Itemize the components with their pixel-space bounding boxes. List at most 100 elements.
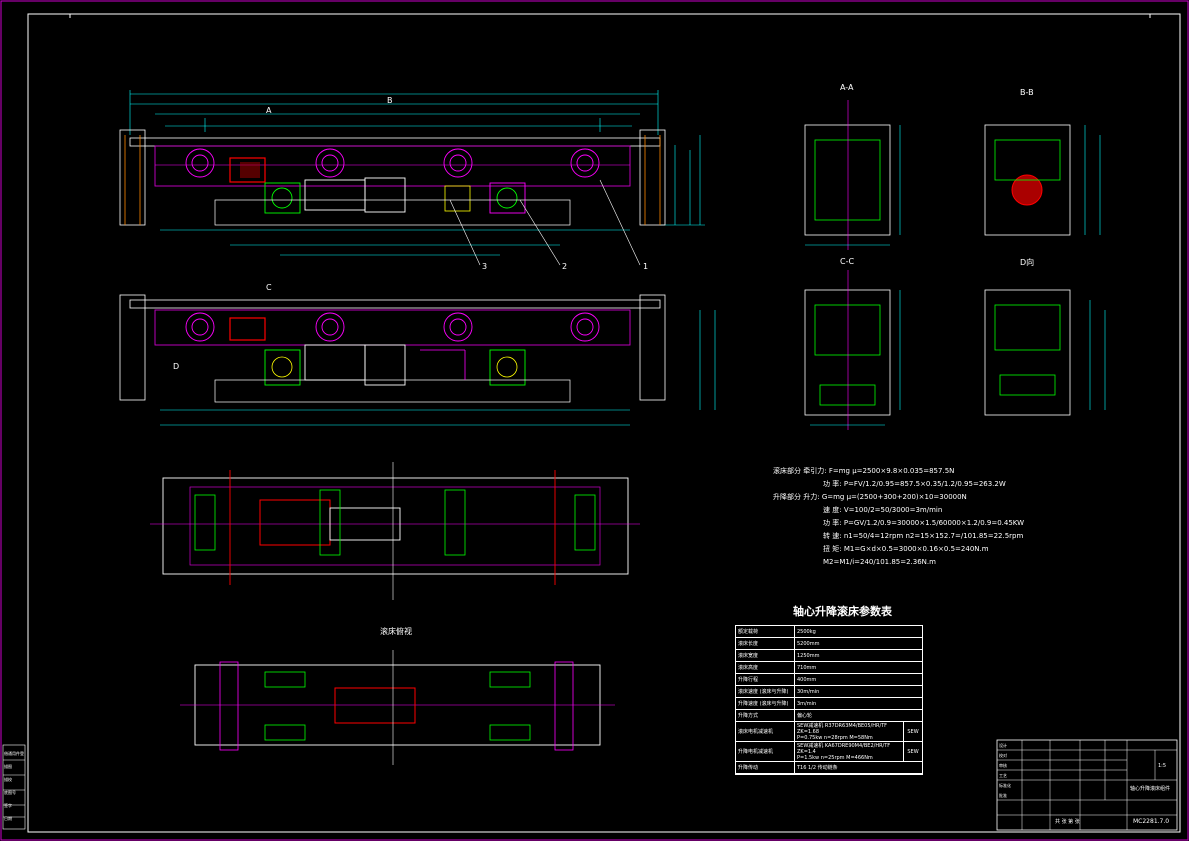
param-value-line: 30m/min <box>797 688 820 695</box>
section-bb-label: B-B <box>1020 88 1034 97</box>
param-key: 升降速度 (滚床与升降) <box>736 698 795 709</box>
param-value-line: 3m/min <box>797 700 817 707</box>
leader-3-label: 3 <box>482 262 488 271</box>
title-scale: 1:5 <box>1158 763 1167 769</box>
param-value-line: SEW减速机 KA67DRE90M4/BE2/HR/TF ZK=1.4 <box>797 743 891 755</box>
calc-block: 滚床部分 牵引力: F=mg μ=2500×9.8×0.035=857.5N 功… <box>773 465 1024 569</box>
title-row-label: 工艺 <box>999 773 1007 778</box>
section-aa <box>804 100 901 250</box>
calc-line-7: 扭 矩: M1=G×d×0.5=3000×0.16×0.5=240N.m <box>823 545 989 553</box>
param-value-line-2: P=1.5kw n=25rpm M=466Nm <box>797 755 873 761</box>
param-note: SEW <box>903 722 922 741</box>
param-key: 升降方式 <box>736 710 795 721</box>
param-value: 1250mm <box>795 650 922 661</box>
cut-c-label: C <box>266 283 272 292</box>
param-key: 升降传动 <box>736 762 795 773</box>
section-aa-label: A-A <box>840 83 854 92</box>
cut-b-label: B <box>387 96 393 105</box>
calc-line-4: 速 度: V=100/2=50/3000=3m/min <box>823 506 943 514</box>
param-value-line: T16 1/2 传动链条 <box>797 765 838 771</box>
param-value-line-2: P=0.75kw n=28rpm M=58Nm <box>797 735 873 741</box>
title-rows: 设计校对审核工艺标准化批准 <box>999 741 1021 801</box>
param-value-line: 400mm <box>797 676 817 683</box>
title-row-label: 校对 <box>999 753 1007 758</box>
param-value-line: 偏心轮 <box>797 713 813 719</box>
param-key: 升降电机减速机 <box>736 742 795 761</box>
left-stamp-label: 描校 <box>4 777 12 782</box>
param-value-line: 710mm <box>797 664 817 671</box>
left-stamp-label: 日期 <box>4 816 12 821</box>
section-bb <box>984 124 1101 236</box>
front-elevation-view <box>119 90 705 266</box>
param-table-title: 轴心升降滚床参数表 <box>793 605 892 618</box>
side-elevation-view <box>119 294 716 426</box>
param-value: 710mm <box>795 662 922 673</box>
param-key: 滚床高度 <box>736 662 795 673</box>
left-stamp-label: 签字 <box>4 803 12 808</box>
inner-frame <box>27 13 1181 833</box>
calc-line-3: 升降部分 升力: G=mg μ=(2500+300+200)×10=30000N <box>773 493 967 501</box>
param-value: 400mm <box>795 674 922 685</box>
left-stamp-label: 描图 <box>4 764 12 769</box>
param-value-line: 1250mm <box>797 652 820 659</box>
title-sheet: 共 张 第 张 <box>1055 819 1080 825</box>
param-key: 升降行程 <box>736 674 795 685</box>
param-key: 滚床电机减速机 <box>736 722 795 741</box>
param-row: 升降速度 (滚床与升降)3m/min <box>736 698 922 710</box>
calc-line-1: 滚床部分 牵引力: F=mg μ=2500×9.8×0.035=857.5N <box>773 467 955 475</box>
view-d <box>984 289 1106 416</box>
plan-view <box>150 462 640 600</box>
param-key: 滚床长度 <box>736 638 795 649</box>
param-value: 3m/min <box>795 698 922 709</box>
calc-line-6: 转 速: n1=50/4=12rpm n2=15×152.7=/101.85=2… <box>823 532 1024 540</box>
title-block <box>996 739 1178 831</box>
title-row-label: 审核 <box>999 763 1007 768</box>
calc-line-5: 功 率: P=GV/1.2/0.9=30000×1.5/60000×1.2/0.… <box>823 519 1025 527</box>
leader-2-label: 2 <box>562 262 568 271</box>
param-value: 2500kg <box>795 626 922 637</box>
left-stamp-label: 底图号 <box>4 790 16 795</box>
title-row-label: 批准 <box>999 793 1007 798</box>
section-cc-label: C-C <box>840 257 855 266</box>
param-row: 滚床速度 (滚床与升降)30m/min <box>736 686 922 698</box>
param-value: 30m/min <box>795 686 922 697</box>
param-key: 额定载荷 <box>736 626 795 637</box>
param-key: 滚床宽度 <box>736 650 795 661</box>
bottom-plan-view <box>180 650 615 765</box>
param-row: 升降方式偏心轮 <box>736 710 922 722</box>
param-value-line: 2500kg <box>797 628 816 635</box>
title-drawing-no: MC2281.7.0 <box>1133 818 1170 825</box>
title-company: 轴心升降滚床组件 <box>1130 786 1171 792</box>
calc-line-2: 功 率: P=FV/1.2/0.95=857.5×0.35/1.2/0.95=2… <box>823 480 1006 488</box>
title-row-label: 设计 <box>999 743 1007 748</box>
param-key: 滚床速度 (滚床与升降) <box>736 686 795 697</box>
param-value-line: SEW减速机 R37DR63M4/BE05/HR/TF ZK=1.68 <box>797 723 888 735</box>
section-cc <box>804 270 901 430</box>
left-stamp-block <box>2 744 26 830</box>
title-row-label: 标准化 <box>999 783 1011 788</box>
cut-a-label: A <box>266 106 272 115</box>
plan-view-title: 滚床俯视 <box>380 627 412 636</box>
leader-1-label: 1 <box>643 262 649 271</box>
left-stamp-rows: 借通用件登记描图描校底图号签字日期 <box>4 747 24 825</box>
view-d-label: D向 <box>1020 258 1035 267</box>
param-note: SEW <box>903 742 922 761</box>
param-value: 5200mm <box>795 638 922 649</box>
param-value: T16 1/2 传动链条 <box>795 762 922 773</box>
param-value-line: 5200mm <box>797 640 820 647</box>
left-stamp-label: 借通用件登记 <box>4 751 24 756</box>
calc-line-8: M2=M1/i=240/101.85=2.36N.m <box>823 558 936 566</box>
